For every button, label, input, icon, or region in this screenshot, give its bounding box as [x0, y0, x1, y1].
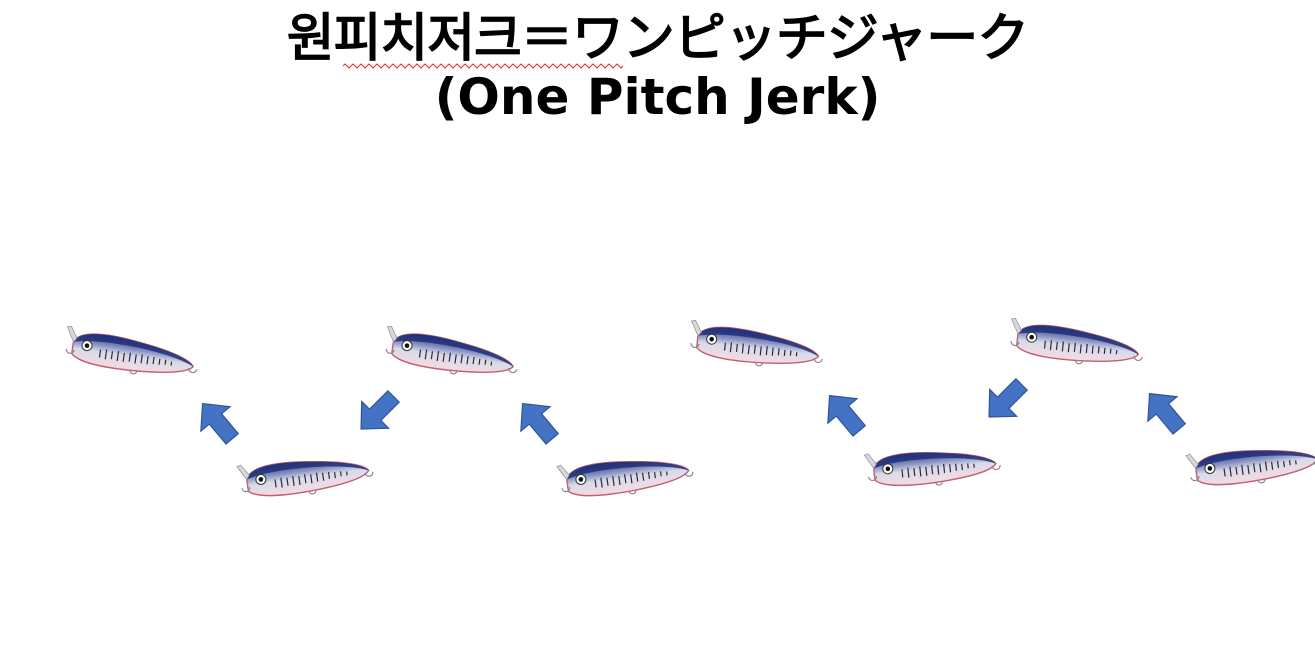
lure-5: [686, 319, 826, 374]
arrow-5-down-left: [974, 370, 1036, 432]
lure-8: [1185, 435, 1315, 494]
arrow-3-up-left: [507, 390, 568, 452]
title-line-1: 원피치저크＝ワンピッチジャーク: [286, 9, 1030, 69]
arrow-1-up-left: [187, 390, 248, 452]
lure-1: [61, 325, 201, 384]
title-block: 원피치저크＝ワンピッチジャーク (One Pitch Jerk): [0, 8, 1315, 128]
lure-3: [381, 325, 521, 384]
lure-2: [236, 446, 376, 505]
lure-7: [1006, 317, 1146, 372]
title-line-2: (One Pitch Jerk): [434, 68, 881, 126]
lure-layer: [61, 317, 1315, 505]
arrow-2-down-left: [346, 382, 408, 444]
arrow-layer: [187, 370, 1195, 452]
lure-6: [863, 439, 1003, 494]
arrow-4-up-left: [814, 382, 875, 444]
lure-4: [556, 446, 696, 505]
arrow-6-up-left: [1134, 380, 1195, 442]
